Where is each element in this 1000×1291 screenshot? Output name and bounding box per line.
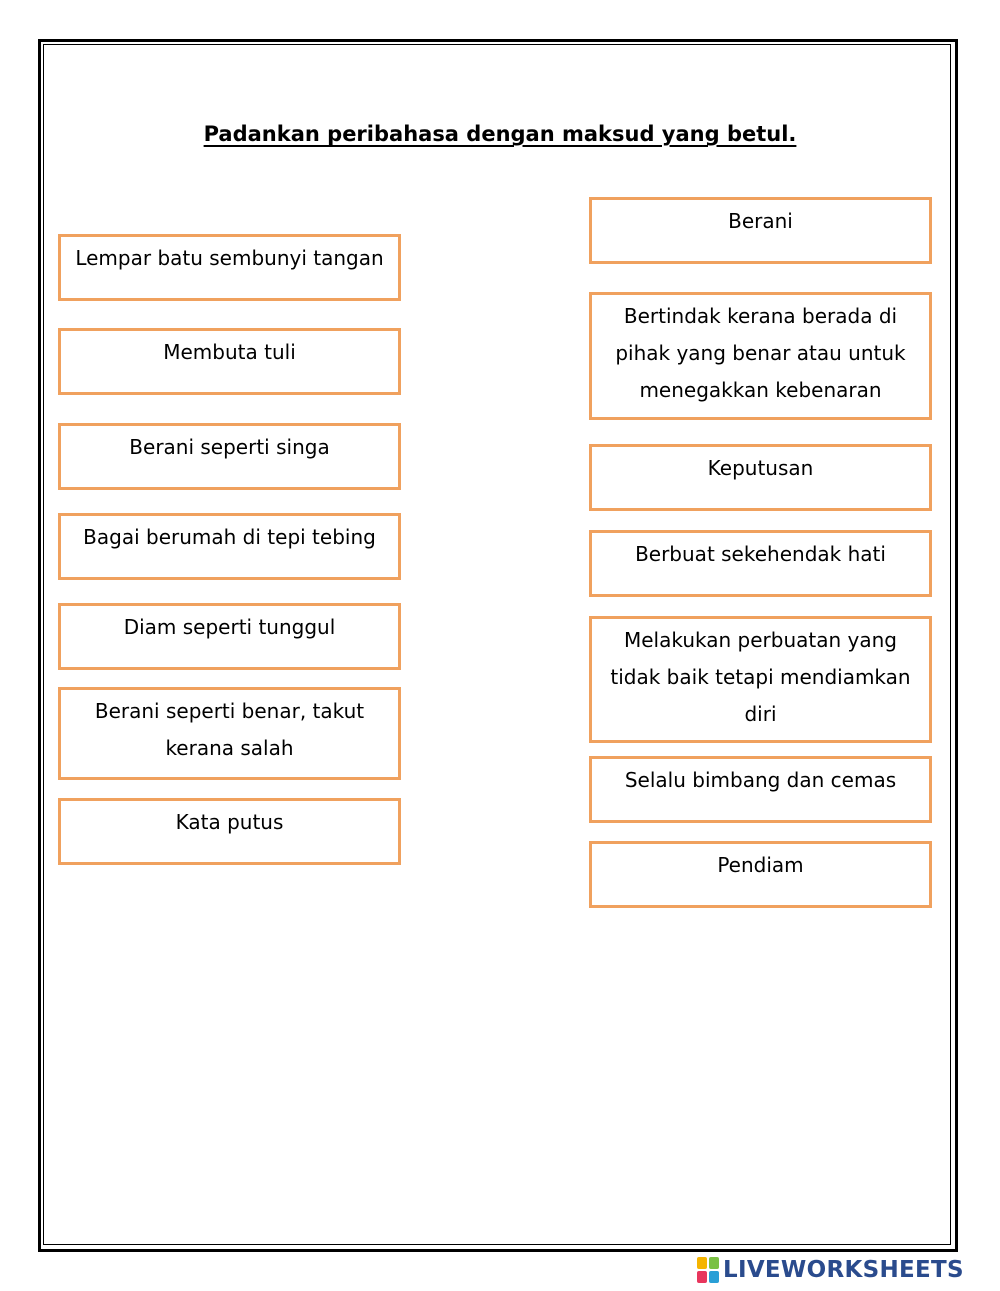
- meaning-text: Selalu bimbang dan cemas: [624, 768, 897, 792]
- logo-mark-icon: [697, 1257, 719, 1283]
- meaning-text: Berbuat sekehendak hati: [635, 542, 886, 566]
- meaning-card[interactable]: Berani: [589, 197, 932, 264]
- meaning-text: Melakukan perbuatan yang tidak baik teta…: [610, 628, 911, 726]
- meaning-text: Berani: [728, 209, 793, 233]
- meaning-card[interactable]: Bertindak kerana berada di pihak yang be…: [589, 292, 932, 420]
- proverb-card[interactable]: Membuta tuli: [58, 328, 401, 395]
- meaning-card[interactable]: Keputusan: [589, 444, 932, 511]
- proverb-card[interactable]: Berani seperti singa: [58, 423, 401, 490]
- meaning-text: Keputusan: [707, 456, 814, 480]
- worksheet-title: Padankan peribahasa dengan maksud yang b…: [203, 122, 797, 146]
- proverb-card[interactable]: Lempar batu sembunyi tangan: [58, 234, 401, 301]
- meaning-text: Pendiam: [717, 853, 804, 877]
- logo-square-icon: [697, 1257, 707, 1269]
- logo-square-icon: [709, 1271, 719, 1283]
- proverb-card[interactable]: Diam seperti tunggul: [58, 603, 401, 670]
- proverb-text: Membuta tuli: [163, 340, 296, 364]
- proverb-text: Berani seperti benar, takut kerana salah: [94, 699, 365, 760]
- logo-square-icon: [697, 1271, 707, 1283]
- liveworksheets-logo: LIVEWORKSHEETS: [697, 1257, 964, 1283]
- proverb-card[interactable]: Berani seperti benar, takut kerana salah: [58, 687, 401, 780]
- meaning-card[interactable]: Pendiam: [589, 841, 932, 908]
- worksheet-border-outer: [38, 39, 958, 1252]
- meaning-card[interactable]: Melakukan perbuatan yang tidak baik teta…: [589, 616, 932, 743]
- proverb-text: Diam seperti tunggul: [123, 615, 336, 639]
- proverb-card[interactable]: Kata putus: [58, 798, 401, 865]
- proverb-card[interactable]: Bagai berumah di tepi tebing: [58, 513, 401, 580]
- proverb-text: Lempar batu sembunyi tangan: [75, 246, 384, 270]
- meaning-card[interactable]: Selalu bimbang dan cemas: [589, 756, 932, 823]
- proverb-text: Kata putus: [175, 810, 284, 834]
- meaning-text: Bertindak kerana berada di pihak yang be…: [615, 304, 906, 402]
- proverb-text: Berani seperti singa: [129, 435, 330, 459]
- proverb-text: Bagai berumah di tepi tebing: [83, 525, 376, 549]
- logo-text: LIVEWORKSHEETS: [723, 1257, 964, 1283]
- logo-square-icon: [709, 1257, 719, 1269]
- meaning-card[interactable]: Berbuat sekehendak hati: [589, 530, 932, 597]
- worksheet-border-inner: [43, 44, 951, 1245]
